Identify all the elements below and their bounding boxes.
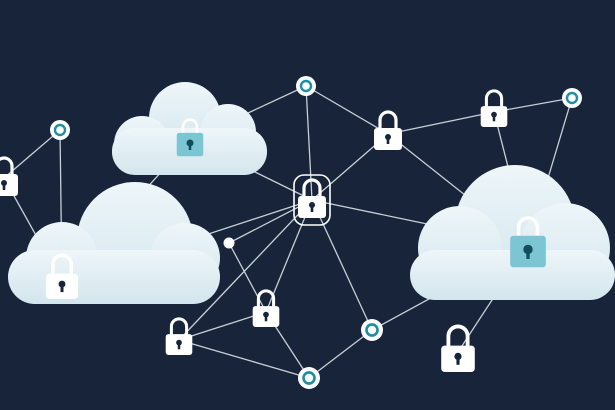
cloud-icon <box>410 165 615 300</box>
network-node-icon <box>361 319 383 341</box>
padlock-icon <box>0 156 18 196</box>
clouds <box>8 82 615 304</box>
network-link <box>178 311 267 341</box>
padlock-icon <box>374 110 402 150</box>
network-node-icon <box>298 367 320 389</box>
network-link <box>265 199 313 313</box>
network-node-icon <box>50 120 70 140</box>
network-node-icon <box>562 88 582 108</box>
network-node-icon <box>296 76 316 96</box>
padlock-icon <box>252 289 280 327</box>
central-padlock-icon <box>293 174 331 226</box>
padlock-icon <box>480 89 508 127</box>
network-dot <box>223 237 235 249</box>
padlock-icon <box>176 118 204 157</box>
padlock-icon <box>165 317 193 355</box>
network-nodes <box>50 76 582 389</box>
network-link <box>178 199 313 341</box>
padlock-icon <box>441 324 475 372</box>
cloud-icon <box>8 182 220 304</box>
cloud-padlocks <box>176 118 546 268</box>
padlocks <box>0 89 508 372</box>
padlock-icon <box>45 253 79 299</box>
padlock-icon <box>298 178 326 218</box>
network-link <box>311 199 373 331</box>
padlock-icon <box>510 216 546 268</box>
network-link <box>387 111 495 135</box>
cloud-icon <box>112 82 267 175</box>
network-link <box>308 329 373 379</box>
network-link <box>178 339 310 379</box>
network-link <box>305 85 389 135</box>
